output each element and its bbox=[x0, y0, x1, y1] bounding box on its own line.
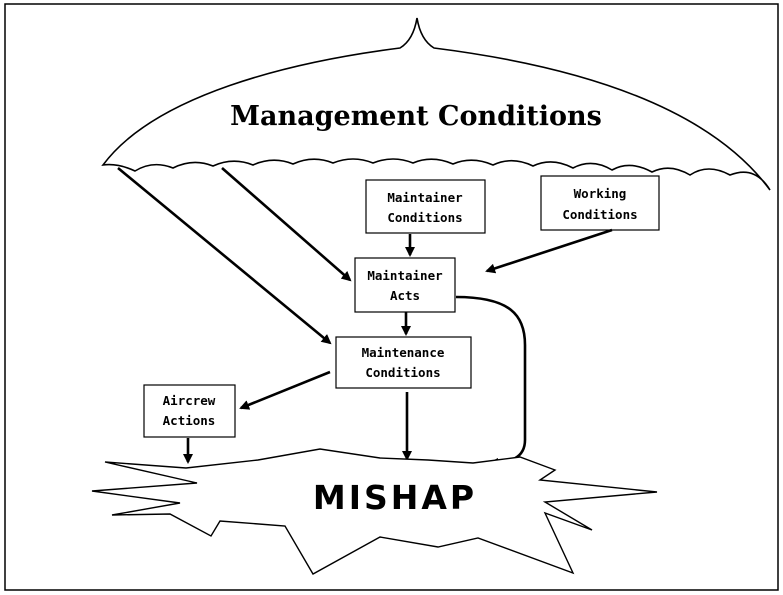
box-label-line1: Maintainer bbox=[387, 190, 463, 205]
umbrella: Management Conditions bbox=[101, 17, 771, 191]
umbrella-title: Management Conditions bbox=[230, 101, 602, 132]
box-maintainer-acts: Maintainer Acts bbox=[354, 257, 456, 313]
mishap-burst: MISHAP bbox=[91, 448, 658, 575]
umbrella-canopy bbox=[101, 17, 771, 191]
box-working-conditions: Working Conditions bbox=[540, 175, 660, 231]
box-label-line1: Maintenance bbox=[362, 345, 445, 360]
box-aircrew-actions: Aircrew Actions bbox=[143, 384, 236, 438]
box-label-line2: Conditions bbox=[562, 207, 637, 222]
mishap-label: MISHAP bbox=[313, 478, 477, 517]
box-maintenance-conditions: Maintenance Conditions bbox=[335, 336, 472, 389]
box-maintainer-conditions: Maintainer Conditions bbox=[365, 179, 486, 234]
box-label-line1: Working bbox=[574, 186, 627, 201]
box-label-line2: Conditions bbox=[387, 210, 462, 225]
diagram-frame bbox=[4, 3, 779, 591]
arrow-maintenance-to-aircrew bbox=[239, 370, 331, 410]
box-label-line2: Acts bbox=[390, 288, 420, 303]
box-label-line1: Maintainer bbox=[367, 268, 443, 283]
arrow-management-to-maintenance-conditions bbox=[117, 166, 332, 345]
mishap-starburst-outline bbox=[91, 448, 658, 575]
arrow-working-conditions-to-acts bbox=[485, 228, 613, 274]
box-label-line2: Conditions bbox=[365, 365, 440, 380]
box-label-line2: Actions bbox=[163, 413, 216, 428]
arrow-management-to-maintainer-acts bbox=[221, 167, 352, 282]
box-label-line1: Aircrew bbox=[163, 393, 216, 408]
